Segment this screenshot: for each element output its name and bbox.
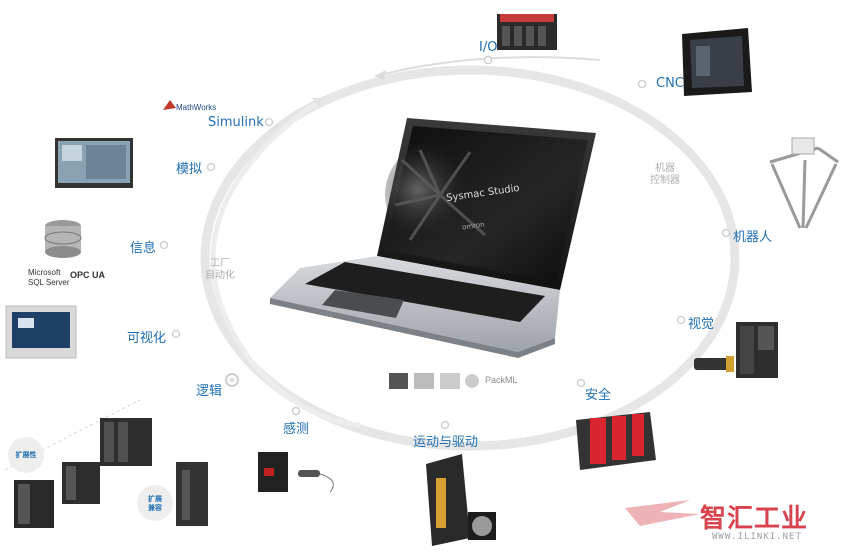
node-dot-simulink — [264, 117, 274, 127]
label-cnc: CNC — [656, 76, 684, 91]
label-vision: 视觉 — [688, 317, 715, 332]
label-sensing: 感测 — [283, 422, 310, 437]
caption-mathworks: MathWorks — [176, 103, 217, 112]
node-dot-safety — [576, 378, 586, 388]
hmi-panel-image — [5, 305, 77, 359]
watermark-logo — [625, 500, 700, 526]
laptop-keyboard — [305, 262, 545, 322]
watermark-name: 智汇工业 — [700, 504, 809, 534]
node-dot-cnc — [637, 79, 647, 89]
label-visualization: 可视化 — [127, 331, 167, 346]
bubble-expand2-label: 扩展 兼容 — [148, 495, 162, 512]
controller-modules-image — [14, 418, 208, 528]
node-dot-information — [159, 240, 169, 250]
cnc-panel-image — [682, 28, 752, 96]
caption-packml: PackML — [485, 375, 518, 385]
node-dot-io — [483, 55, 493, 65]
flow-arrowhead-2 — [312, 98, 324, 106]
laptop-image — [270, 118, 596, 358]
caption-opcua: OPC UA — [70, 270, 106, 280]
expand2-bubble — [137, 485, 173, 521]
label-simulation: 模拟 — [176, 162, 203, 177]
expand-bubble — [8, 437, 44, 473]
label-information: 信息 — [130, 241, 157, 256]
caption-sql: Microsoft SQL Server — [28, 268, 70, 287]
label-io: I/O — [479, 40, 498, 55]
label-simulink: Simulink — [208, 115, 264, 130]
label-motion: 运动与驱动 — [413, 435, 479, 450]
bubble-expand-label: 扩展性 — [15, 451, 37, 459]
servo-drive-image — [426, 454, 496, 546]
io-device-image — [497, 14, 557, 50]
standards-logos — [389, 373, 479, 389]
simulation-monitor-image — [55, 138, 133, 188]
label-logic: 逻辑 — [196, 384, 223, 399]
photo-sensor-image — [258, 452, 334, 493]
mathworks-logo — [163, 100, 176, 110]
node-dot-sensing — [291, 406, 301, 416]
flow-arrowhead — [374, 70, 386, 80]
machine-ring — [200, 65, 740, 451]
laptop-touchpad — [322, 290, 404, 318]
delta-robot-image — [769, 137, 839, 229]
node-dot-simulation — [206, 162, 216, 172]
label-safety: 安全 — [585, 388, 612, 403]
watermark-url: WWW.ILINKI.NET — [712, 532, 802, 542]
vision-system-image — [694, 322, 778, 378]
label-robot: 机器人 — [733, 230, 773, 245]
node-dot-robot — [721, 228, 731, 238]
node-dot-visualization — [171, 329, 181, 339]
laptop-front-edge — [270, 298, 555, 358]
category-controller: 机器 控制器 — [650, 163, 680, 186]
node-dot-motion — [440, 420, 450, 430]
database-icon — [44, 220, 82, 258]
node-dot-logic-inner — [229, 377, 235, 383]
safety-controller-image — [576, 412, 656, 470]
category-factory: 工厂 自动化 — [205, 258, 235, 281]
factory-arc — [210, 97, 361, 428]
node-dot-vision — [676, 315, 686, 325]
